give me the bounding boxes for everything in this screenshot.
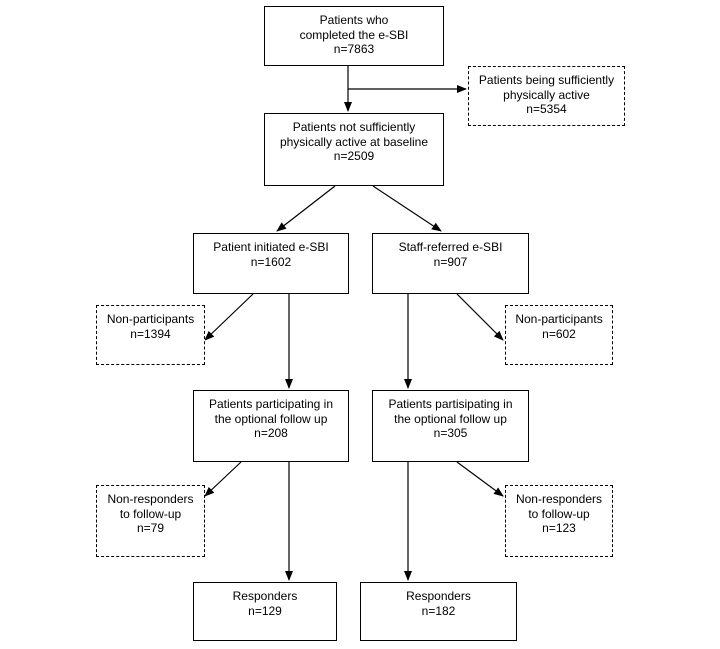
node-completed-line-3: n=7863 [333, 42, 375, 56]
arrow-to-nonpart-left [204, 293, 254, 341]
node-nonresponders-right-line-3: n=123 [542, 521, 576, 535]
node-not-sufficient-line-2: physically active at baseline [279, 134, 429, 149]
node-followup-right-line-2: the optional follow up [394, 411, 507, 426]
node-patient-initiated-line-1: Patient initiated e-SBI [213, 240, 329, 254]
node-nonparticipants-left-line-2: n=1394 [130, 326, 171, 341]
node-sufficient-line-2: physically active [503, 87, 590, 102]
node-nonparticipants-left-line-1: Non-participants [106, 312, 195, 326]
node-responders-left-line-2: n=129 [248, 603, 282, 618]
node-staff-referred-line-2: n=907 [433, 254, 468, 269]
node-nonresponders-right: Non-responders to follow-up n=123 [505, 485, 613, 557]
node-followup-left-line-2: the optional follow up [214, 411, 328, 426]
node-nonresponders-left: Non-responders to follow-up n=79 [96, 485, 205, 557]
node-nonparticipants-right-line-1: Non-participants [515, 312, 603, 326]
node-nonresponders-right-line-2: to follow-up [528, 506, 590, 521]
node-staff-referred-line-1: Staff-referred e-SBI [398, 240, 503, 254]
node-nonresponders-left-line-3: n=79 [136, 521, 165, 535]
arrow-to-nonresp-right [456, 461, 504, 497]
node-followup-left-line-3: n=208 [254, 426, 288, 440]
node-nonresponders-right-line-1: Non-responders [515, 492, 603, 506]
node-not-sufficient-line-3: n=2509 [333, 149, 375, 163]
node-responders-left-line-1: Responders [232, 589, 298, 603]
arrow-to-patient-initiated [276, 185, 336, 232]
node-completed: Patients who completed the e-SBI n=7863 [264, 6, 444, 66]
node-nonparticipants-right: Non-participants n=602 [505, 305, 613, 365]
node-followup-left: Patients participating in the optional f… [193, 390, 349, 462]
node-responders-right: Responders n=182 [360, 582, 517, 641]
node-responders-right-line-1: Responders [406, 589, 471, 603]
node-sufficient: Patients being sufficiently physically a… [468, 66, 625, 126]
node-not-sufficient-line-1: Patients not sufficiently [292, 120, 416, 134]
node-followup-right-line-3: n=305 [433, 426, 468, 440]
node-followup-left-line-1: Patients participating in [208, 397, 334, 411]
node-patient-initiated-line-2: n=1602 [250, 254, 292, 269]
node-patient-initiated: Patient initiated e-SBI n=1602 [193, 233, 349, 294]
arrow-to-nonresp-left [204, 461, 242, 497]
node-responders-left: Responders n=129 [193, 582, 337, 641]
arrow-to-nonpart-right [456, 293, 504, 341]
node-sufficient-line-3: n=5354 [526, 102, 567, 116]
node-completed-line-1: Patients who [319, 13, 389, 27]
node-nonparticipants-left: Non-participants n=1394 [96, 305, 205, 365]
arrow-to-staff-referred [372, 185, 442, 232]
node-responders-right-line-2: n=182 [421, 603, 456, 618]
node-nonresponders-left-line-1: Non-responders [107, 492, 194, 506]
node-nonparticipants-right-line-2: n=602 [542, 326, 576, 341]
node-not-sufficient: Patients not sufficiently physically act… [264, 113, 444, 186]
node-followup-right: Patients partisipating in the optional f… [372, 390, 529, 462]
node-staff-referred: Staff-referred e-SBI n=907 [372, 233, 529, 294]
node-followup-right-line-1: Patients partisipating in [388, 397, 513, 411]
node-sufficient-line-1: Patients being sufficiently [478, 73, 615, 87]
node-nonresponders-left-line-2: to follow-up [119, 506, 182, 521]
node-completed-line-2: completed the e-SBI [299, 27, 409, 42]
